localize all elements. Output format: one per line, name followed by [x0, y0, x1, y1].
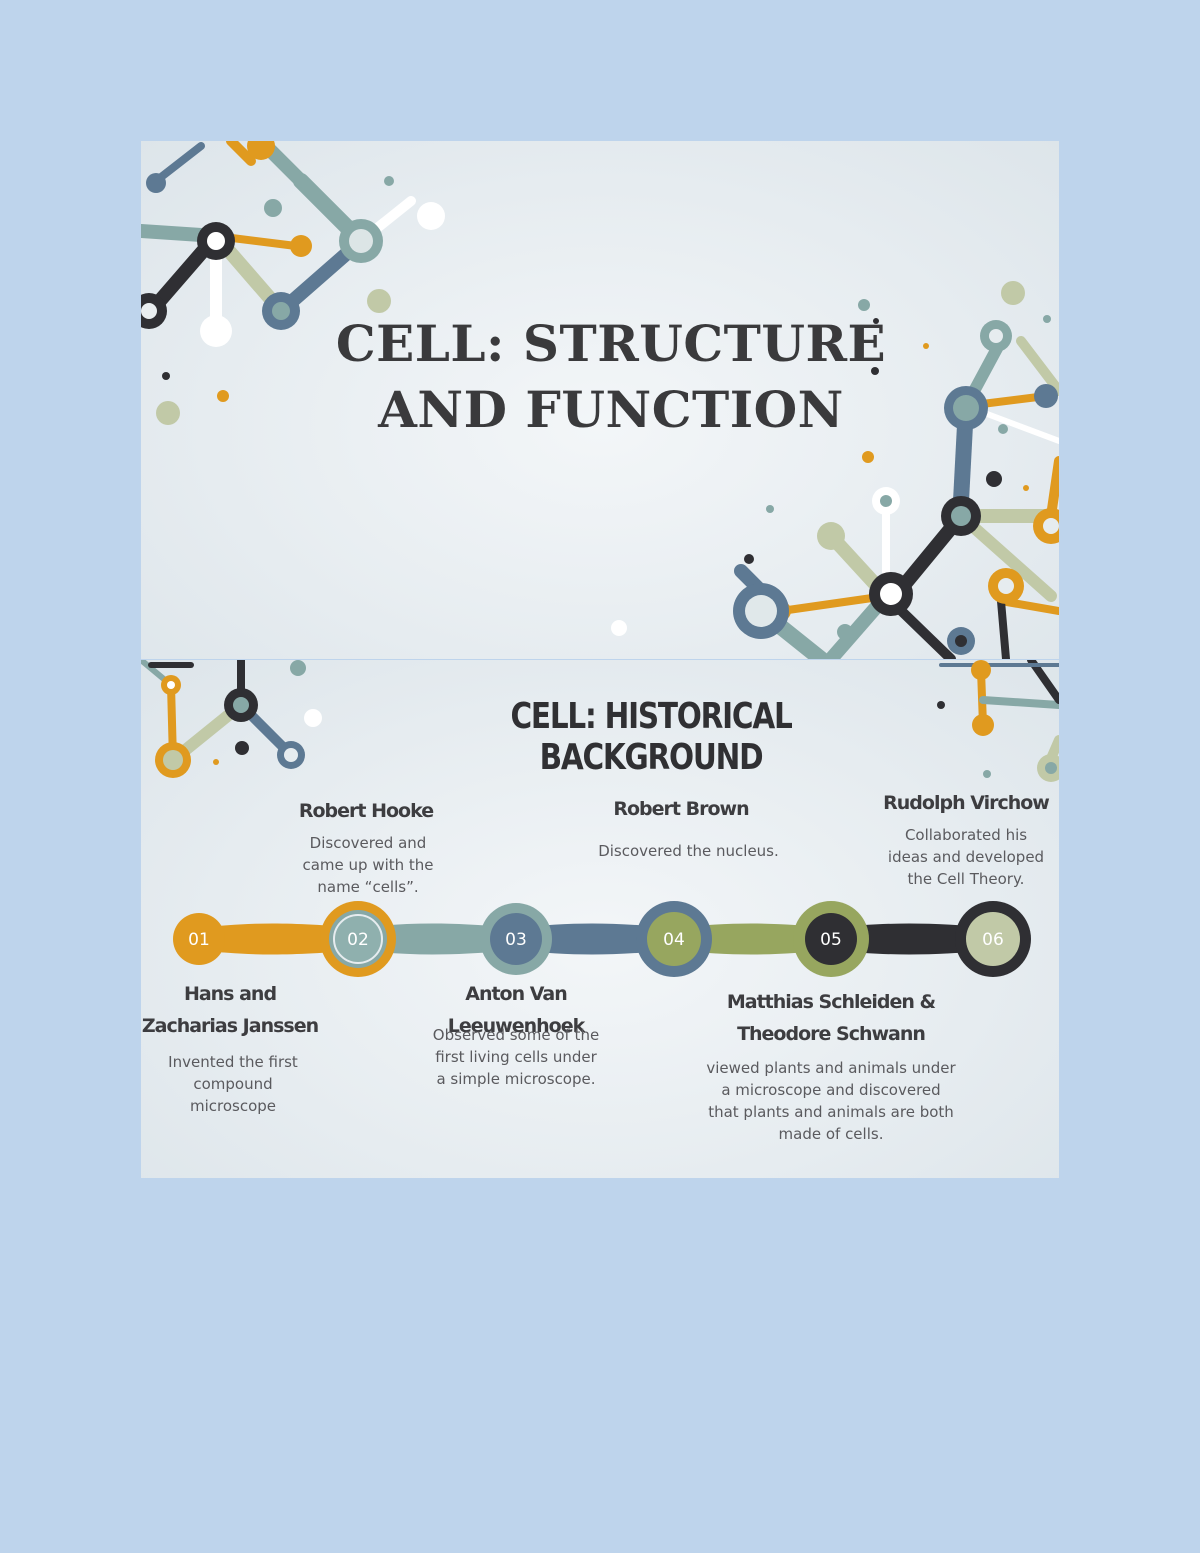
step-name: Anton Van Leeuwenhoek — [447, 983, 585, 1037]
molecule-decoration-icon — [141, 660, 1059, 782]
step-description: Collaborated his ideas and developed the… — [887, 826, 1045, 888]
slide-title: CELL: STRUCTURE AND FUNCTION — [261, 311, 961, 443]
step-node-06-icon: 06 — [955, 901, 1031, 977]
step-name: Hans and Zacharias Janssen — [141, 983, 319, 1037]
step-name: Matthias Schleiden & Theodore Schwann — [726, 991, 936, 1045]
step-name: Rudolph Virchow — [883, 792, 1050, 814]
step-description: Observed some of the first living cells … — [432, 1026, 600, 1088]
slide-title-line-2: AND FUNCTION — [378, 380, 844, 439]
step-description: viewed plants and animals under a micros… — [706, 1059, 956, 1143]
step-node-03-icon: 03 — [480, 903, 552, 975]
step-node-01-icon: 01 — [173, 913, 225, 965]
step-description: Discovered and came up with the name “ce… — [302, 834, 434, 896]
step-number: 02 — [347, 930, 369, 950]
slide-title-line-1: CELL: STRUCTURE — [335, 314, 887, 373]
step-node-05-icon: 05 — [793, 901, 869, 977]
step-name: Robert Hooke — [298, 800, 434, 822]
step-number: 03 — [505, 930, 527, 950]
step-number: 06 — [982, 930, 1004, 950]
timeline-slide: CELL: HISTORICAL BACKGROUND 01 02 03 — [141, 660, 1059, 1178]
step-number: 01 — [188, 930, 210, 950]
title-slide: CELL: STRUCTURE AND FUNCTION — [141, 141, 1059, 659]
step-description: Invented the first compound microscope — [168, 1053, 298, 1115]
step-node-04-icon: 04 — [636, 901, 712, 977]
step-description: Discovered the nucleus. — [598, 842, 779, 860]
step-number: 04 — [663, 930, 685, 950]
timeline-track: 01 02 03 04 05 06 — [173, 901, 1031, 977]
step-name: Robert Brown — [613, 798, 749, 820]
step-number: 05 — [820, 930, 842, 950]
slide-title: CELL: HISTORICAL BACKGROUND — [510, 696, 792, 778]
molecule-decoration-icon — [141, 141, 1059, 659]
step-node-02-icon: 02 — [320, 901, 396, 977]
